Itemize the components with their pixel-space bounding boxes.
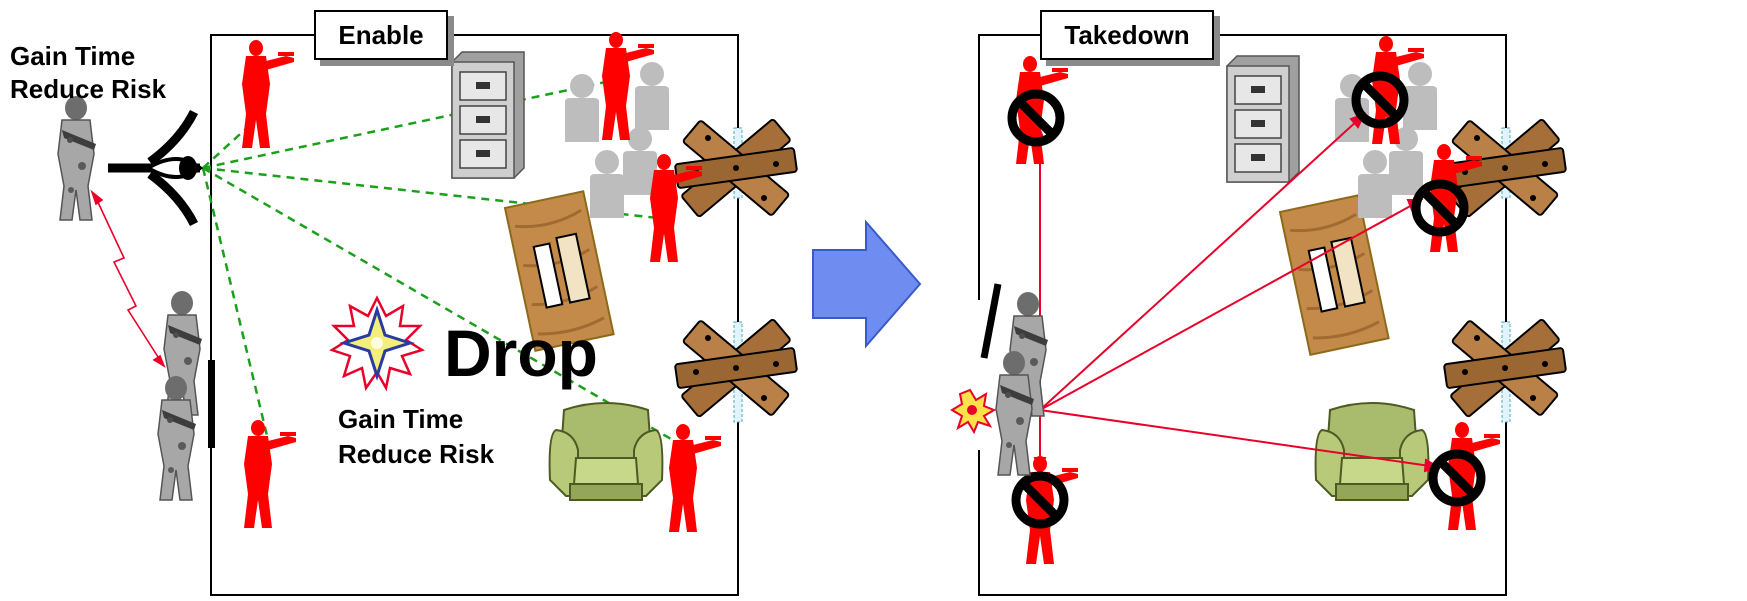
soldier-icon [57,95,97,221]
couch-icon [548,402,664,501]
right-panel-title: Takedown [1040,10,1214,60]
eye-icon [108,109,204,227]
hostage-icon [635,62,669,130]
next-arrow-icon [812,219,922,349]
cabinet-icon [1226,55,1300,183]
left-panel-title-text: Enable [338,19,424,50]
sight-lines [201,78,691,452]
cabinet-icon [451,51,525,179]
hostage-icon [590,150,624,218]
right-panel-title-text: Takedown [1064,19,1190,50]
flash-icon [329,295,426,392]
left-panel-title: Enable [314,10,448,60]
right-door-gap [975,300,983,450]
enemy-icon [244,420,296,528]
drop-note-line2: Reduce Risk [338,439,495,469]
table-icon [1278,193,1391,357]
drop-note-line1: Gain Time [338,404,464,434]
right-door [980,283,1002,359]
enemy-icon [242,40,294,148]
hostage-icon [1358,150,1392,218]
left-door [208,360,215,448]
drop-label: Drop [444,316,598,390]
top-note-line2: Reduce Risk [10,74,167,104]
enemy-icon [669,424,721,532]
top-note: Gain Time Reduce Risk [10,40,166,106]
drop-note: Gain Time Reduce Risk [338,402,494,472]
radio-link-icon [90,189,166,368]
top-note-line1: Gain Time [10,41,136,71]
left-room-outline [210,34,739,596]
